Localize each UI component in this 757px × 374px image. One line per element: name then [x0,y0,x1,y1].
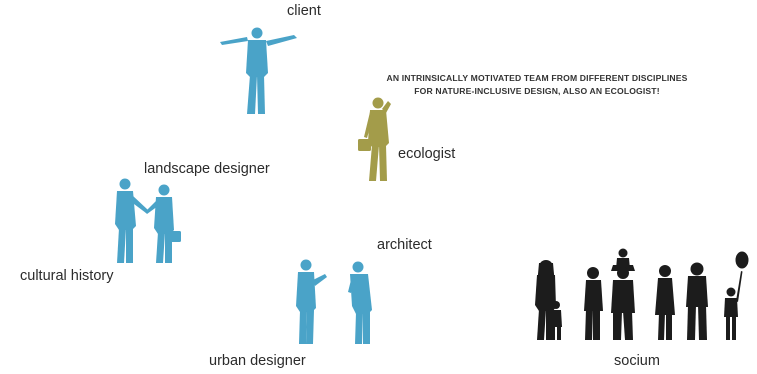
client-figure-icon [220,27,297,114]
label-client: client [287,3,321,19]
label-landscape-designer: landscape designer [144,161,270,177]
label-urban-designer: urban designer [209,353,306,369]
label-ecologist: ecologist [398,146,456,162]
team-caption: AN INTRINSICALLY MOTIVATED TEAM FROM DIF… [372,72,702,98]
label-cultural-history: cultural history [20,268,114,284]
conversation-figures-icon [296,259,372,344]
caption-line-1: AN INTRINSICALLY MOTIVATED TEAM FROM DIF… [386,73,688,83]
label-architect: architect [377,237,432,253]
label-socium: socium [614,353,660,369]
handshake-figures-icon [115,178,181,263]
caption-line-2: FOR NATURE-INCLUSIVE DESIGN, ALSO AN ECO… [414,86,660,96]
ecologist-figure-icon [358,97,391,181]
socium-crowd-icon [535,248,749,340]
